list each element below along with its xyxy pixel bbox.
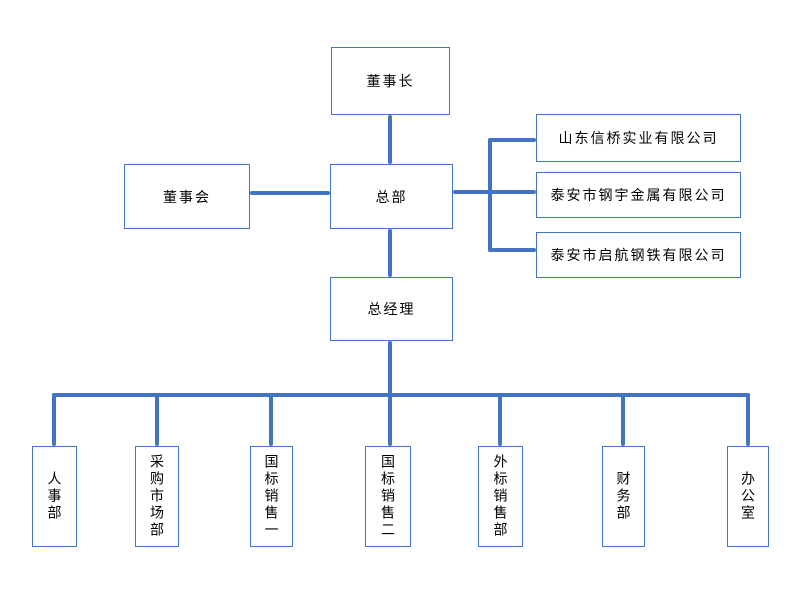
connector-bus-to-dept-3 (269, 393, 273, 446)
connector-subsidiary-spine (488, 138, 492, 252)
connector-spine-to-subsidiary-1 (488, 138, 536, 142)
connector-spine-to-subsidiary-3 (488, 248, 536, 252)
connector-hq-to-general-manager (388, 229, 392, 277)
connector-bus-to-dept-2 (155, 393, 159, 446)
org-node-board[interactable]: 董事会 (124, 164, 250, 229)
org-node-dept-gb-sales-2-label: 国标销售二 (380, 454, 396, 539)
org-node-headquarters-label: 总部 (375, 188, 408, 205)
org-node-dept-gb-sales-1[interactable]: 国标销售一 (250, 446, 293, 547)
org-node-headquarters[interactable]: 总部 (330, 164, 453, 229)
org-node-subsidiary-3[interactable]: 泰安市启航钢铁有限公司 (536, 232, 741, 278)
connector-board-to-hq (250, 191, 330, 195)
org-node-general-manager-label: 总经理 (367, 301, 416, 317)
connector-bus-to-dept-7 (746, 393, 750, 446)
org-node-dept-finance[interactable]: 财务部 (602, 446, 645, 547)
org-node-board-label: 董事会 (163, 188, 211, 205)
org-node-dept-external-sales-label: 外标销售部 (492, 454, 509, 539)
connector-bus-to-dept-1 (52, 393, 56, 446)
connector-bus-to-dept-6 (621, 393, 625, 446)
org-node-dept-finance-label: 财务部 (615, 471, 632, 522)
connector-bus-to-dept-5 (498, 393, 502, 446)
org-node-dept-purchasing-market-label: 采购市场部 (149, 454, 165, 539)
connector-chairman-to-hq (388, 115, 392, 164)
connector-hq-to-subsidiaries (453, 190, 536, 194)
org-node-dept-gb-sales-2[interactable]: 国标销售二 (365, 446, 411, 547)
org-node-subsidiary-2[interactable]: 泰安市钢宇金属有限公司 (536, 172, 741, 218)
connector-department-bus (52, 393, 750, 397)
org-node-dept-gb-sales-1-label: 国标销售一 (263, 454, 280, 539)
org-node-subsidiary-1-label: 山东信桥实业有限公司 (558, 130, 719, 146)
org-node-dept-hr-label: 人事部 (46, 471, 63, 522)
org-node-chairman-label: 董事长 (366, 73, 415, 89)
org-node-dept-office[interactable]: 办公室 (727, 446, 769, 547)
org-node-chairman[interactable]: 董事长 (331, 47, 450, 115)
org-node-subsidiary-2-label: 泰安市钢宇金属有限公司 (550, 187, 727, 203)
org-node-dept-external-sales[interactable]: 外标销售部 (478, 446, 523, 547)
org-node-subsidiary-3-label: 泰安市启航钢铁有限公司 (550, 247, 727, 263)
org-node-general-manager[interactable]: 总经理 (330, 277, 453, 341)
org-node-subsidiary-1[interactable]: 山东信桥实业有限公司 (536, 114, 741, 162)
org-node-dept-hr[interactable]: 人事部 (32, 446, 77, 547)
org-node-dept-purchasing-market[interactable]: 采购市场部 (135, 446, 179, 547)
org-node-dept-office-label: 办公室 (740, 471, 756, 522)
